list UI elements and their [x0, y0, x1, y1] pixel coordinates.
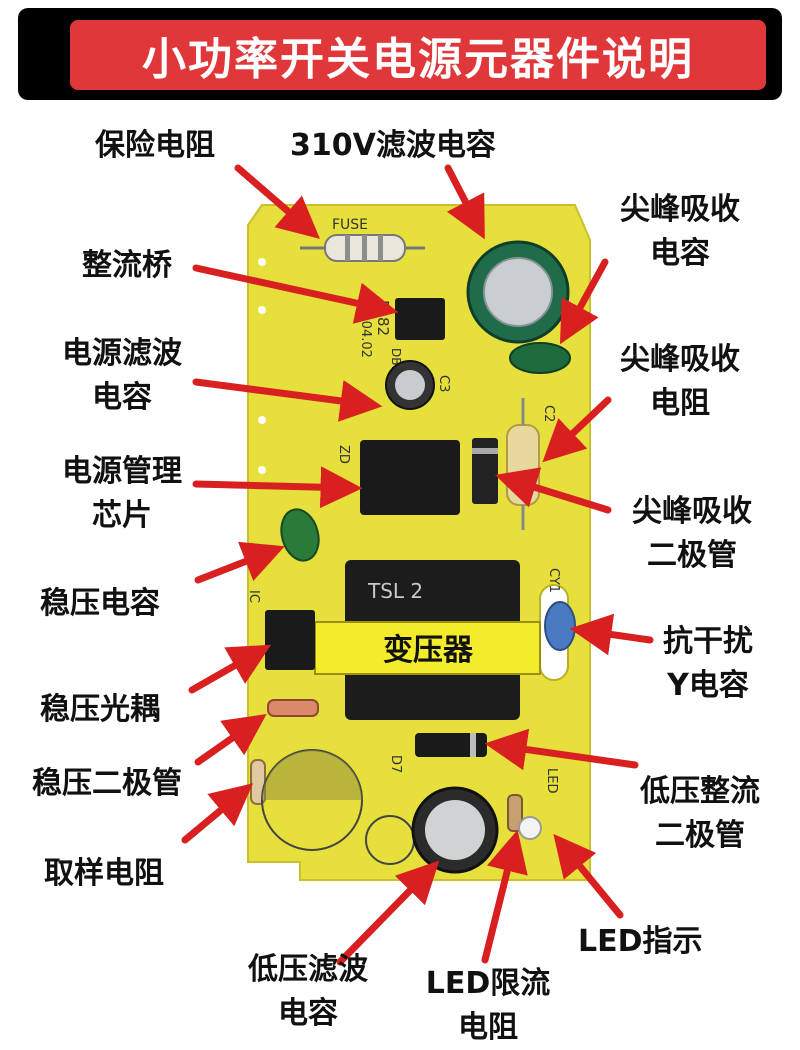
label-spike-cap: 尖峰吸收 电容	[600, 188, 760, 276]
y-capacitor	[544, 601, 576, 651]
transformer-tape	[314, 621, 541, 675]
title-banner: 小功率开关电源元器件说明	[70, 20, 766, 90]
spike-absorb-diode	[472, 438, 498, 504]
label-spike-diode-line1: 尖峰吸收	[632, 494, 752, 529]
arrow-lv-filter	[336, 860, 440, 966]
fuse-band	[378, 235, 383, 261]
label-power-filter-line2: 电容	[92, 380, 152, 415]
spike-absorb-capacitor	[509, 342, 571, 374]
label-led-res-line2: 电阻	[458, 1010, 518, 1045]
arrow-zener	[194, 713, 267, 766]
zener-diode	[267, 699, 319, 717]
c3-mark: C3	[436, 375, 451, 392]
board-hole	[258, 306, 266, 314]
arrow-y-cap	[569, 613, 654, 656]
label-y-cap-line1: 抗干扰	[663, 624, 753, 659]
capacitor-top	[425, 800, 485, 860]
arrow-power-filter	[192, 378, 383, 422]
label-spike-diode: 尖峰吸收 二极管	[612, 490, 772, 578]
zd-mark: ZD	[336, 445, 351, 464]
label-zener: 稳压二极管	[32, 766, 182, 801]
label-fuse-resistor: 保险电阻	[95, 128, 215, 163]
label-spike-cap-line2: 电容	[650, 236, 710, 271]
label-spike-diode-line2: 二极管	[647, 538, 737, 573]
label-y-cap: 抗干扰 Y电容	[628, 620, 788, 708]
silkscreen-hatch	[262, 750, 362, 800]
arrow-spike-diode	[494, 467, 612, 514]
label-reg-cap: 稳压电容	[40, 586, 160, 621]
c2-mark: C2	[541, 405, 556, 422]
arrow-opto	[188, 644, 272, 694]
label-spike-res-line1: 尖峰吸收	[620, 342, 740, 377]
label-lv-filter-line2: 电容	[278, 996, 338, 1031]
arrow-bridge	[192, 264, 399, 324]
diode-band	[470, 733, 476, 757]
arrow-reg-cap	[194, 541, 285, 584]
label-filter-cap-310v: 310V滤波电容	[290, 128, 496, 163]
optocoupler	[265, 610, 315, 670]
led-indicator	[518, 816, 542, 840]
label-pm-chip: 电源管理 芯片	[42, 450, 202, 538]
fuse-band	[345, 235, 350, 261]
diode-band	[472, 448, 498, 454]
transformer-code: TSL 2	[367, 579, 423, 603]
fuse-mark: FUSE	[332, 217, 368, 233]
label-power-filter-line1: 电源滤波	[62, 336, 182, 371]
arrow-spike-res	[542, 396, 612, 463]
label-spike-res-line2: 电阻	[650, 386, 710, 421]
arrow-led	[553, 833, 624, 919]
label-led-ind: LED指示	[578, 924, 703, 959]
label-optocoupler: 稳压光耦	[40, 692, 160, 727]
board-hole	[258, 466, 266, 474]
board-hole	[258, 416, 266, 424]
page-title: 小功率开关电源元器件说明	[142, 34, 694, 85]
arrow-spike-cap	[559, 258, 609, 345]
label-spike-res: 尖峰吸收 电阻	[600, 338, 760, 426]
arrow-lv-rect	[484, 728, 639, 771]
cy1-mark: CY1	[546, 568, 561, 593]
label-lv-filter-line1: 低压滤波	[248, 952, 368, 987]
transformer-label: 变压器	[383, 633, 474, 668]
arrow-sample-res	[181, 783, 254, 844]
label-lv-rect-line1: 低压整流	[640, 774, 760, 809]
capacitor-top	[483, 257, 553, 327]
arrow-led-res	[481, 829, 528, 964]
label-power-filter: 电源滤波 电容	[42, 332, 202, 420]
label-lv-rect-line2: 二极管	[655, 818, 745, 853]
low-voltage-rectifier-diode	[415, 733, 487, 757]
label-led-res-line1: LED限流	[425, 966, 551, 1001]
fuse-band	[362, 235, 367, 261]
label-pm-chip-line2: 芯片	[92, 498, 152, 533]
label-led-res: LED限流 电阻	[408, 962, 568, 1050]
arrow-fuse	[234, 164, 320, 239]
label-sample-res: 取样电阻	[44, 856, 164, 891]
title-bar: 小功率开关电源元器件说明	[18, 8, 782, 100]
arrow-chip	[192, 466, 363, 509]
label-y-cap-line2: Y电容	[667, 668, 749, 703]
ic-mark: IC	[246, 590, 261, 603]
power-management-chip	[360, 440, 460, 515]
arrow-310v-cap	[444, 164, 485, 240]
rectifier-bridge	[395, 298, 445, 340]
d7-mark: D7	[388, 755, 403, 773]
capacitor-top	[395, 370, 425, 400]
spike-absorb-resistor	[506, 424, 540, 506]
label-lv-rect: 低压整流 二极管	[620, 770, 780, 858]
label-lv-filter: 低压滤波 电容	[228, 948, 388, 1036]
regulator-capacitor	[280, 508, 320, 562]
board-hole	[258, 258, 266, 266]
led-mark: LED	[544, 768, 559, 793]
label-spike-cap-line1: 尖峰吸收	[620, 192, 740, 227]
label-pm-chip-line1: 电源管理	[62, 454, 182, 489]
label-bridge: 整流桥	[82, 248, 172, 283]
